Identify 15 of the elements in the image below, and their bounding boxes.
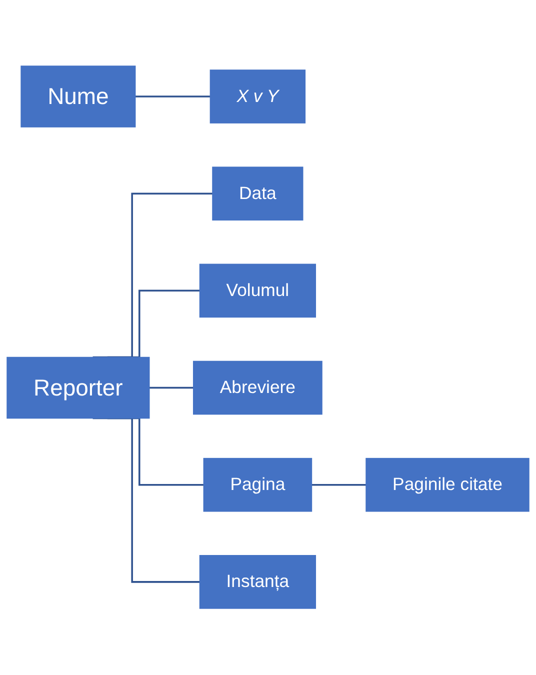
connector <box>149 387 194 389</box>
node-box: Volumul <box>199 264 316 318</box>
node-box: Data <box>212 166 304 221</box>
node-box: Instanța <box>199 555 316 610</box>
connector <box>135 96 210 98</box>
connector <box>92 418 200 584</box>
node-box: Nume <box>20 66 136 128</box>
node-box: X v Y <box>210 70 306 124</box>
node-box: Paginile citate <box>366 458 530 512</box>
connector <box>92 192 213 358</box>
connector <box>312 484 366 486</box>
connector <box>107 290 200 358</box>
node-box: Reporter <box>6 357 150 419</box>
node-box: Pagina <box>203 458 312 512</box>
node-box: Abreviere <box>192 361 322 415</box>
